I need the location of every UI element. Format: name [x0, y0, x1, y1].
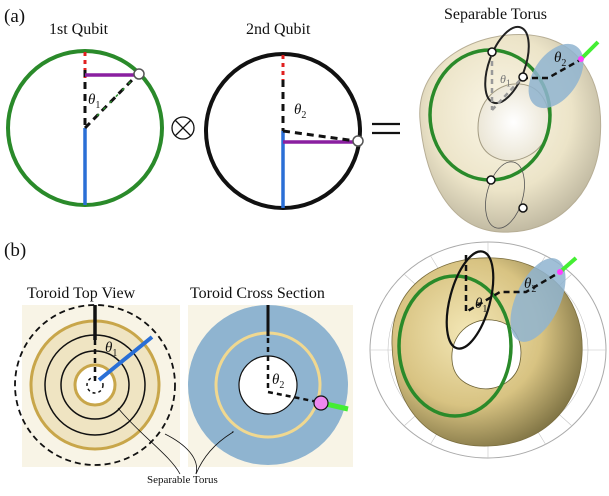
qubit1-title: 1st Qubit [49, 21, 109, 38]
torus-point-top [487, 47, 497, 57]
qubit2-diagram [204, 52, 364, 210]
torus-thin-loop [485, 161, 525, 229]
top-view-theta-symbol: θ [105, 340, 113, 356]
qubit2-state-point [352, 135, 364, 147]
qubit1-angle-green [96, 74, 138, 117]
cross-section-magenta-point [313, 395, 329, 411]
top-view-title: Toroid Top View [27, 285, 136, 302]
torus-point-low [518, 203, 528, 213]
torus-dash-2 [491, 77, 523, 111]
cross-section-theta-subscript: 2 [279, 380, 285, 391]
cross-section-theta-symbol: θ [272, 372, 280, 388]
qubit2-theta-label: θ2 [294, 102, 306, 121]
wireframe-theta1-label: θ1 [475, 296, 487, 315]
wireframe-torus-hole [451, 319, 522, 390]
wireframe-theta2-label: θ2 [524, 276, 536, 295]
panel-a-label: (a) [4, 6, 26, 27]
wireframe-green-loop [397, 274, 513, 418]
top-view-theta-subscript: 1 [112, 348, 118, 359]
wireframe-theta2-symbol: θ [524, 276, 532, 292]
wireframe-blue-disk [510, 258, 566, 342]
torus-theta1-subscript: 1 [505, 78, 511, 90]
top-view-theta-label: θ1 [105, 340, 117, 359]
wireframe-theta2-subscript: 2 [531, 284, 537, 295]
top-view-outer-dashed [14, 304, 176, 466]
torus-title: Separable Torus [444, 6, 547, 23]
wireframe-theta1-subscript: 1 [482, 304, 488, 315]
wireframe-dash-path [464, 255, 561, 315]
theta2-subscript: 2 [301, 110, 307, 121]
torus-theta2-label: θ2 [554, 50, 566, 69]
equals-symbol [372, 122, 400, 135]
cross-section-title: Toroid Cross Section [190, 285, 325, 302]
tensor-symbol [171, 116, 195, 140]
wireframe-green-stub [558, 256, 578, 274]
cross-section-theta-label: θ2 [272, 372, 284, 391]
separable-torus-annotation: Separable Torus [147, 474, 218, 486]
cross-section-green-stub [325, 401, 349, 412]
torus-theta1-symbol: θ [500, 72, 506, 86]
wireframe-black-loop [445, 250, 495, 350]
annotation-arrows [117, 407, 234, 475]
qubit2-title: 2nd Qubit [246, 21, 311, 38]
panel-b-label: (b) [4, 240, 27, 261]
top-view-blue-ray [97, 335, 154, 382]
qubit2-angle-line [282, 129, 357, 143]
qubit1-theta-label: θ1 [88, 92, 100, 111]
toroid-cross-section [188, 305, 353, 467]
torus-magenta-dot [578, 56, 584, 62]
torus-point-bottom [486, 175, 496, 185]
torus-theta2-subscript: 2 [561, 58, 567, 69]
qubit1-state-point [133, 68, 145, 80]
wireframe-torus [369, 241, 607, 459]
theta2-symbol: θ [294, 102, 302, 118]
toroid-top-view [14, 304, 180, 467]
theta1-symbol: θ [88, 92, 96, 108]
torus-point-mid [518, 72, 528, 82]
theta1-subscript: 1 [95, 100, 101, 111]
torus-black-loop [484, 25, 530, 105]
torus-dash-3 [522, 58, 581, 80]
torus-blue-disk [528, 43, 584, 109]
wireframe-theta1-symbol: θ [475, 296, 483, 312]
qubit1-diagram [6, 49, 164, 207]
torus-theta1-label: θ1 [500, 72, 511, 89]
torus-theta2-symbol: θ [554, 50, 562, 66]
wireframe-magenta-dot [557, 269, 563, 275]
separable-torus-a [419, 25, 602, 233]
